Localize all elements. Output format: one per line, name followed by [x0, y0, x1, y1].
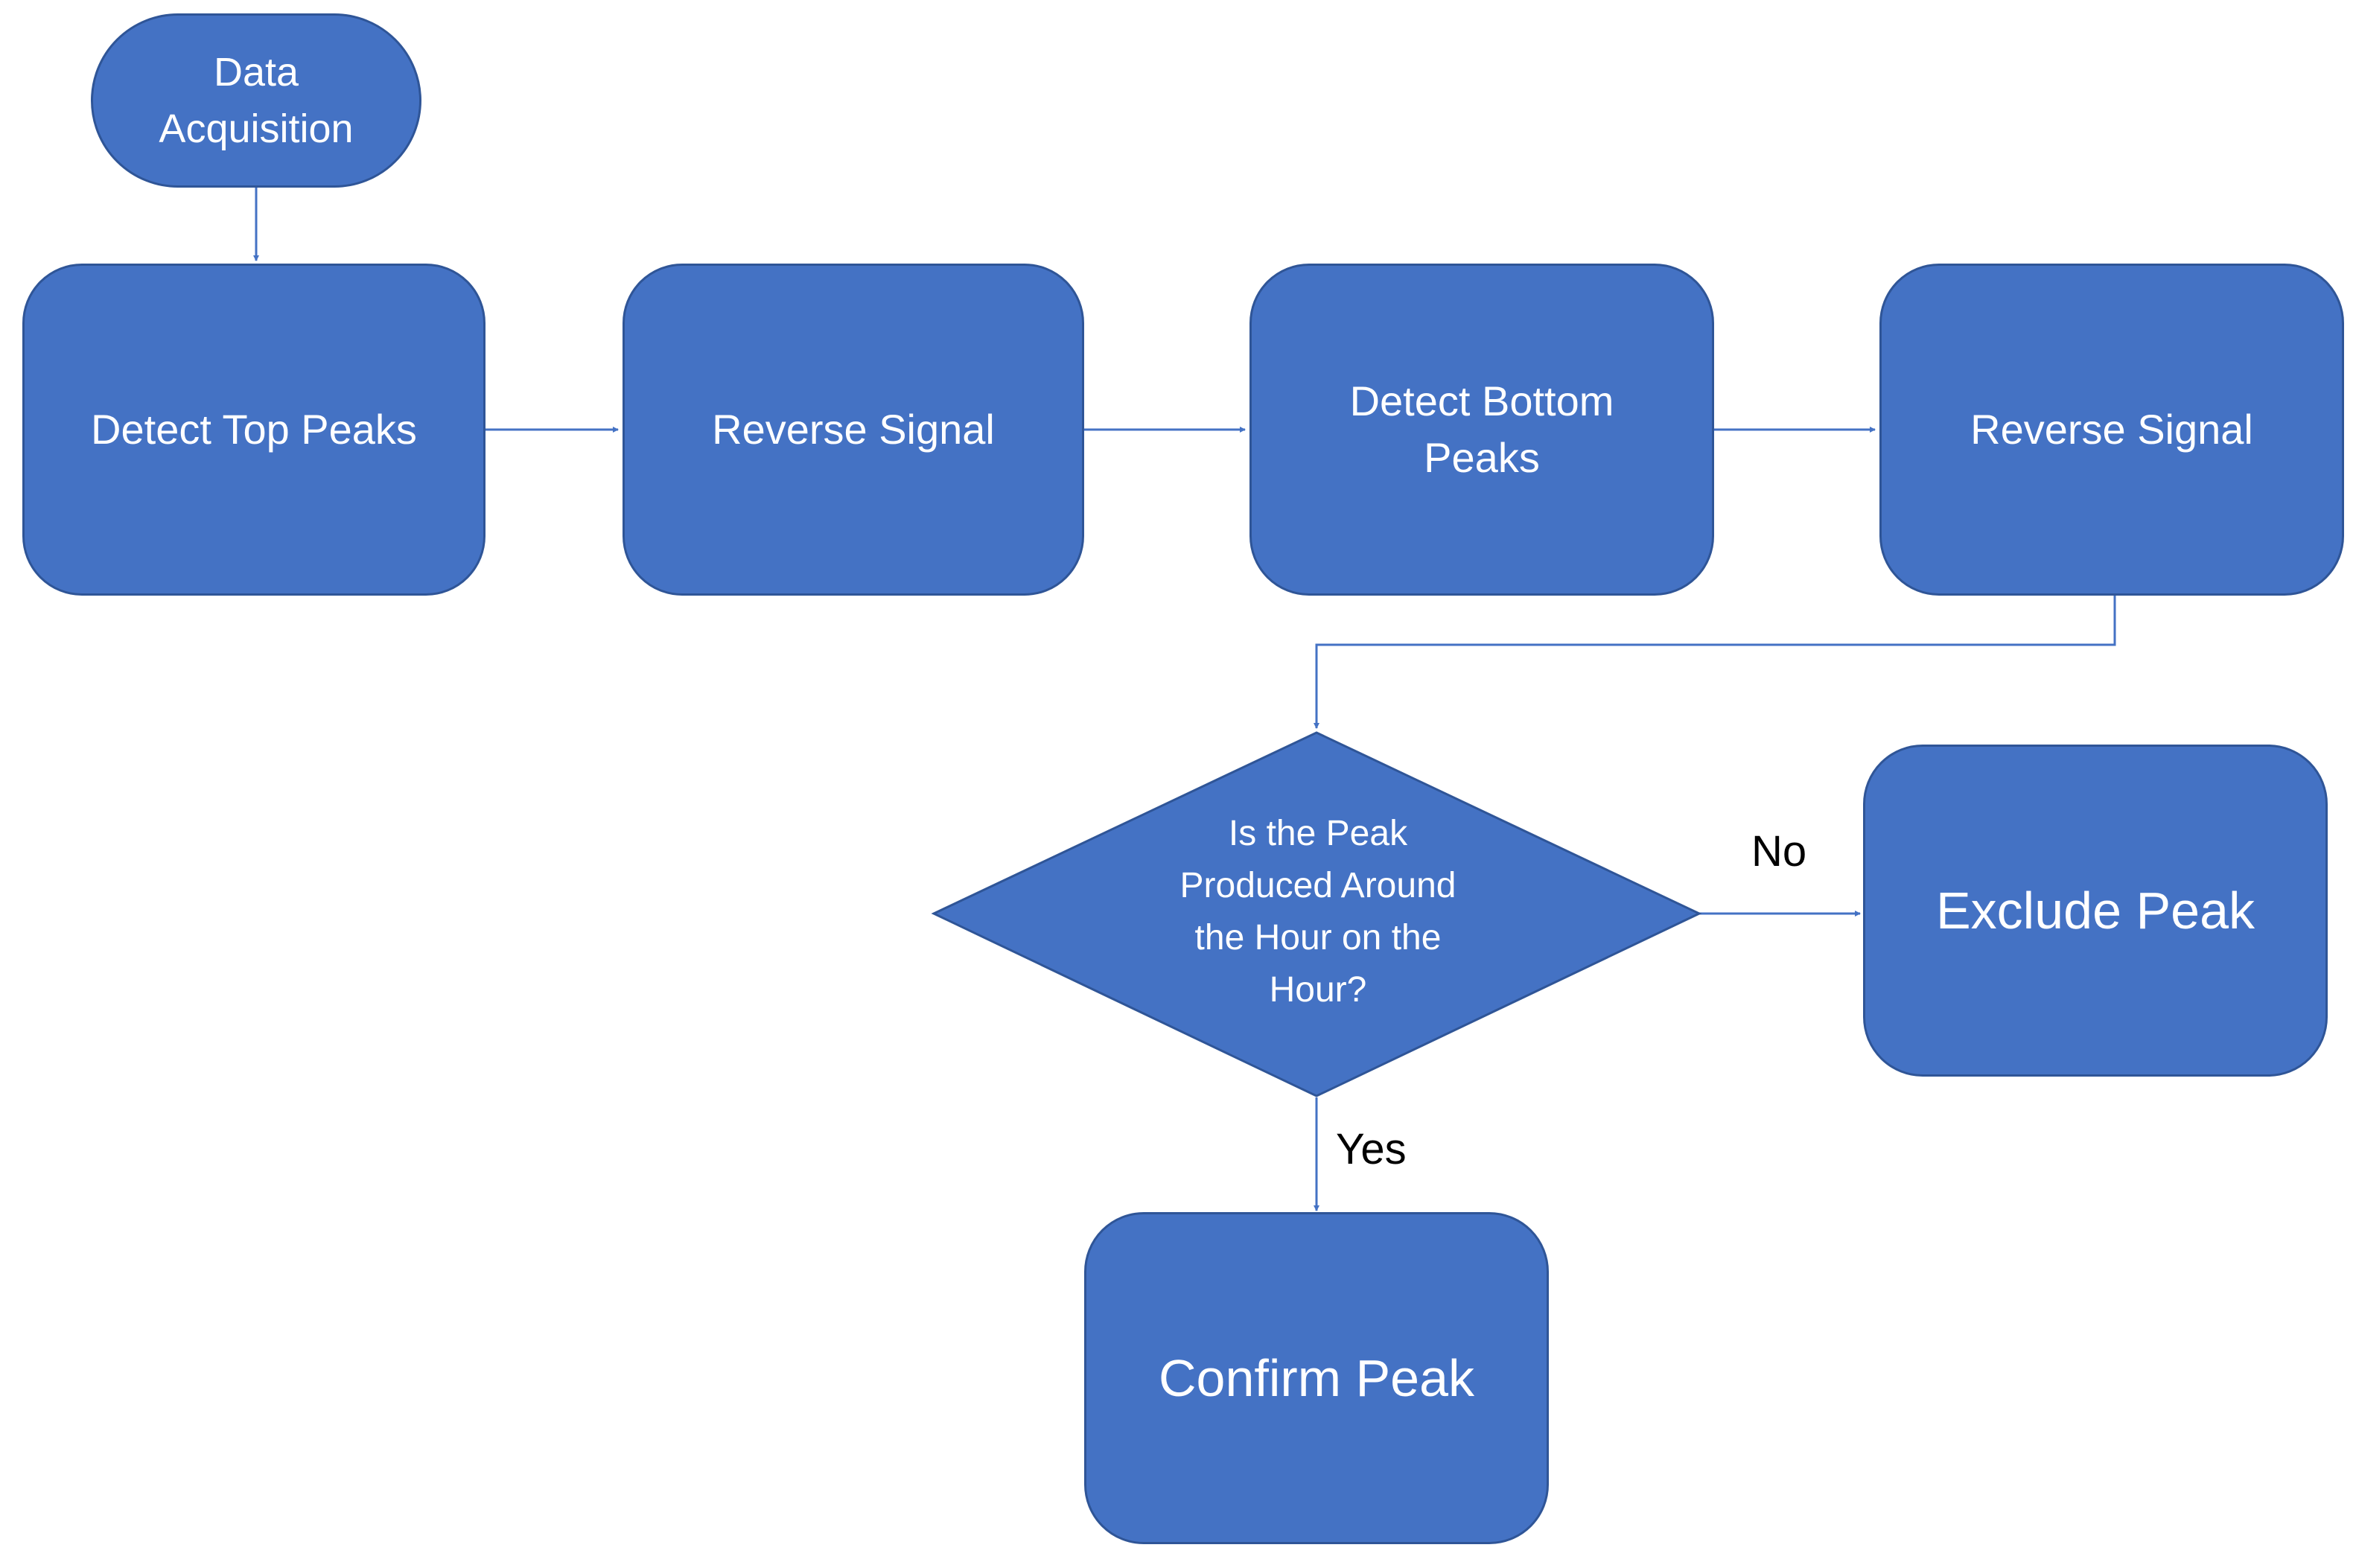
node-exclude-peak: Exclude Peak [1863, 745, 2328, 1077]
node-reverse-signal-2: Reverse Signal [1879, 264, 2344, 596]
decision-label-wrap: Is the Peak Produced Around the Hour on … [1095, 808, 1541, 1016]
node-reverse-signal-1-label: Reverse Signal [712, 406, 995, 453]
node-data-acquisition-label: Data Acquisition [159, 50, 354, 151]
edge-reverse-2-to-decision [1314, 596, 2116, 729]
edge-label-yes: Yes [1336, 1125, 1407, 1173]
node-reverse-signal-1: Reverse Signal [623, 264, 1084, 596]
decision-label: Is the Peak Produced Around the Hour on … [1179, 814, 1456, 1010]
node-confirm-peak-label: Confirm Peak [1158, 1349, 1475, 1407]
node-exclude-peak-label: Exclude Peak [1935, 882, 2255, 940]
node-detect-top-peaks-label: Detect Top Peaks [91, 406, 417, 453]
node-confirm-peak: Confirm Peak [1084, 1212, 1549, 1544]
node-detect-bottom-peaks: Detect Bottom Peaks [1249, 264, 1714, 596]
node-detect-bottom-peaks-label: Detect Bottom Peaks [1349, 377, 1614, 481]
node-data-acquisition: Data Acquisition [91, 13, 421, 188]
node-detect-top-peaks: Detect Top Peaks [22, 264, 485, 596]
edge-label-no: No [1751, 827, 1807, 876]
decision-diamond [931, 731, 1702, 1097]
node-reverse-signal-2-label: Reverse Signal [1970, 406, 2253, 453]
